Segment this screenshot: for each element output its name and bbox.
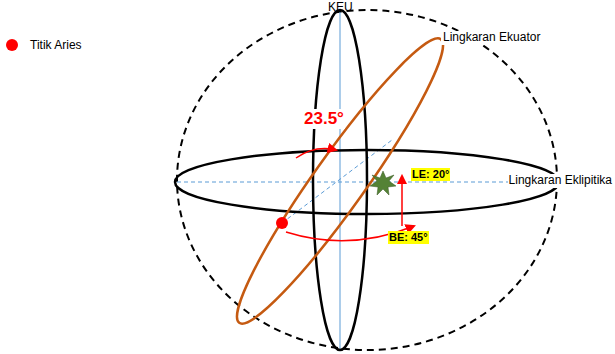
latitude-line — [401, 190, 403, 226]
pole-label: KEU — [328, 1, 353, 15]
star-symbol — [370, 171, 396, 195]
legend-entry: Titik Aries — [6, 38, 82, 52]
aries-point — [276, 217, 288, 229]
latitude-label: LE: 20° — [411, 168, 450, 181]
obliquity-arrow — [296, 149, 336, 158]
angle-label: 23.5° — [303, 109, 345, 129]
latitude-arrow — [401, 176, 403, 190]
celestial-sphere-outline — [177, 10, 557, 350]
equator-label: Lingkaran Ekuator — [441, 31, 542, 45]
longitude-label: BE: 45° — [388, 231, 429, 244]
ecliptic-label: Lingkaran Eklipitika — [508, 174, 613, 188]
equator-circle — [218, 24, 462, 338]
legend-text: Titik Aries — [30, 38, 82, 52]
meridian-circle — [313, 10, 367, 350]
legend-swatch — [6, 39, 18, 51]
pole-axis — [340, 12, 341, 350]
